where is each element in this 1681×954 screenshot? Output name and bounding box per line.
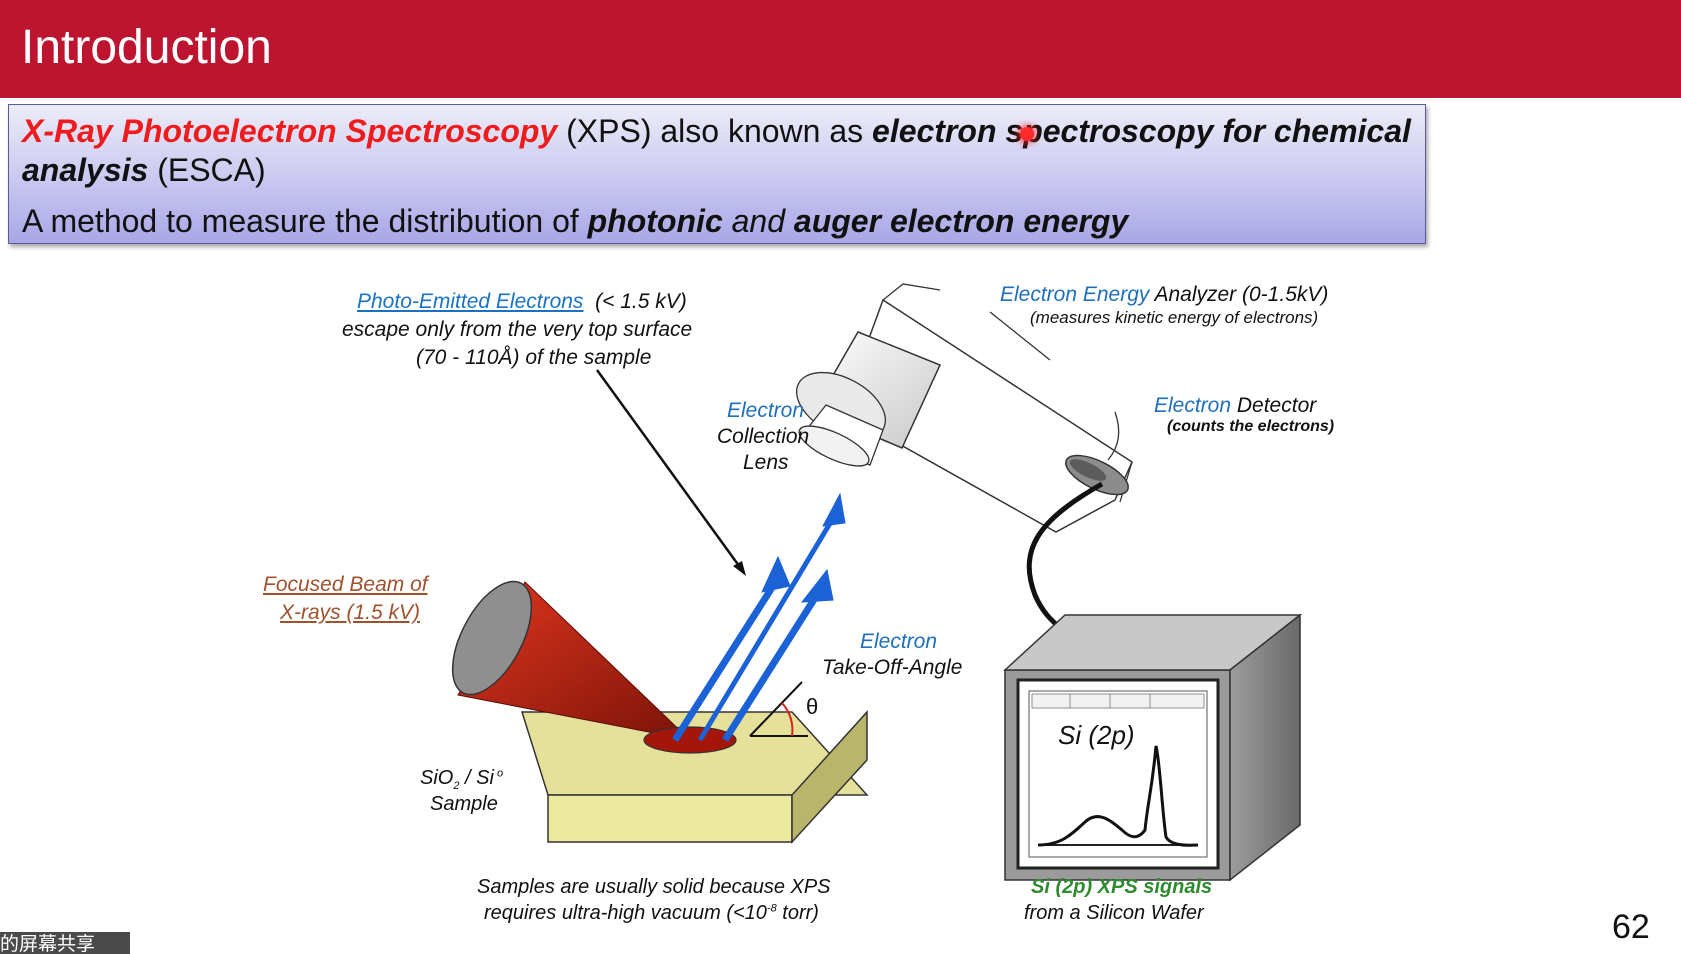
monitor-box bbox=[1003, 613, 1303, 882]
and-word: and bbox=[722, 203, 794, 239]
esca-term: electron spectroscopy for chemical analy… bbox=[22, 113, 1411, 188]
surface-pointer-arrow bbox=[595, 369, 746, 576]
analyzer-desc: (measures kinetic energy of electrons) bbox=[1030, 308, 1319, 327]
vacuum-note-2: requires ultra-high vacuum (<10-8 torr) bbox=[484, 902, 819, 924]
takeoff-angle bbox=[749, 681, 808, 737]
slide-title: Introduction bbox=[21, 21, 272, 74]
photo-emitted-label: Photo-Emitted Electrons (< 1.5 kV) bbox=[357, 290, 687, 313]
esca-abbr: (ESCA) bbox=[148, 152, 266, 188]
lens-label-2: Collection bbox=[717, 425, 810, 448]
xray-label-1: Focused Beam of bbox=[263, 573, 428, 596]
analyzer-label: Electron Energy Analyzer (0-1.5kV) bbox=[1000, 283, 1329, 306]
photo-emitted-line2: escape only from the very top surface bbox=[342, 318, 693, 341]
definition-box: X-Ray Photoelectron Spectroscopy (XPS) a… bbox=[8, 104, 1426, 244]
monitor-label: Si (2p) bbox=[1058, 720, 1135, 750]
method-prefix: A method to measure the distribution of bbox=[22, 203, 588, 239]
takeoff-label-1: Electron bbox=[860, 630, 938, 653]
lens-label-3: Lens bbox=[743, 451, 789, 474]
collection-lens bbox=[795, 331, 942, 467]
xps-abbr: (XPS) also known as bbox=[557, 113, 873, 149]
vacuum-note-1: Samples are usually solid because XPS bbox=[477, 876, 831, 898]
title-bar: Introduction bbox=[0, 0, 1681, 98]
sample-label-1: SiO2 / Si o bbox=[420, 767, 504, 792]
lens-label-1: Electron bbox=[727, 399, 805, 422]
photo-emitted-line3: (70 - 110Å) of the sample bbox=[416, 346, 652, 369]
detector-label: Electron Detector bbox=[1154, 394, 1317, 417]
laser-pointer bbox=[1020, 127, 1034, 141]
theta-symbol: θ bbox=[806, 694, 819, 719]
xps-diagram: Photo-Emitted Electrons (< 1.5 kV) escap… bbox=[230, 270, 1400, 940]
sample-label-2: Sample bbox=[430, 793, 498, 815]
electron-arrows bbox=[672, 492, 846, 742]
xray-cone bbox=[451, 580, 737, 754]
screen-share-tag[interactable]: 的屏幕共享 bbox=[0, 932, 130, 954]
signals-label-1: Si (2p) XPS signals bbox=[1031, 876, 1213, 898]
page-number: 62 bbox=[1612, 908, 1650, 946]
xray-label-2: X-rays (1.5 kV) bbox=[280, 601, 421, 624]
takeoff-label-2: Take-Off-Angle bbox=[822, 656, 963, 679]
signals-label-2: from a Silicon Wafer bbox=[1024, 902, 1204, 924]
detector-desc: (counts the electrons) bbox=[1167, 418, 1335, 435]
xps-term: X-Ray Photoelectron Spectroscopy bbox=[22, 113, 558, 149]
diagram-graphics bbox=[451, 283, 1303, 882]
auger-term: auger electron energy bbox=[793, 203, 1129, 239]
definition-line-2: A method to measure the distribution of … bbox=[22, 202, 1412, 241]
photonic-term: photonic bbox=[587, 203, 723, 239]
definition-line-1: X-Ray Photoelectron Spectroscopy (XPS) a… bbox=[22, 112, 1412, 190]
spectrum-curve bbox=[1037, 745, 1199, 847]
